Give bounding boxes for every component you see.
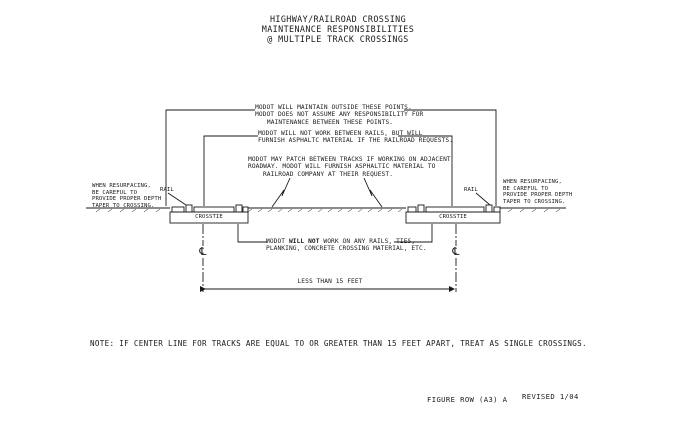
between-rails-bracket — [203, 135, 453, 206]
patch-line-3: RAILROAD COMPANY AT THEIR REQUEST. — [262, 170, 394, 178]
patch-line-1: MODOT MAY PATCH BETWEEN TRACKS IF WORKIN… — [248, 156, 451, 163]
resurface-left-line-2: BE CAREFUL TO — [92, 189, 138, 196]
left-plank-1 — [171, 206, 185, 213]
right-rail-1 — [417, 204, 425, 213]
title-line-2: MAINTENANCE RESPONSIBILITIES — [261, 24, 415, 34]
centerline-symbol-left: ℄ — [195, 246, 211, 258]
crosstie-label-right: CROSSTIE — [439, 214, 467, 220]
patch-line-2: ROADWAY. MODOT WILL FURNISH ASPHALTIC MA… — [248, 163, 436, 171]
resurface-note-left: WHEN RESURFACING, BE CAREFUL TO PROVIDE … — [92, 183, 172, 209]
roadway-hatch — [95, 208, 561, 213]
crosstie-label-left: CROSSTIE — [195, 214, 223, 220]
resurface-right-line-1: WHEN RESURFACING, — [503, 179, 562, 185]
patch-leaders — [271, 177, 383, 208]
dimension-label: LESS THAN 15 FEET — [297, 278, 363, 285]
will-not-work-prefix: MODOT — [266, 238, 289, 245]
resurface-left-line-4: TAPER TO CROSSING. — [92, 202, 155, 209]
rail-label-left: RAIL — [160, 187, 174, 193]
rail-label-right: RAIL — [464, 187, 478, 193]
title-line-3: @ MULTIPLE TRACK CROSSINGS — [267, 34, 409, 44]
will-not-work-callout: MODOT WILL NOT WORK ON ANY RAILS, TIES, … — [266, 238, 427, 253]
rail-leader-left — [167, 192, 187, 206]
left-crossing — [169, 204, 249, 224]
centerline-symbol-right: ℄ — [448, 246, 464, 258]
resurface-right-line-2: BE CAREFUL TO — [503, 185, 549, 192]
right-rail-2 — [485, 204, 493, 213]
left-plank-2 — [193, 206, 235, 213]
patch-between-tracks-callout: MODOT MAY PATCH BETWEEN TRACKS IF WORKIN… — [248, 156, 451, 178]
rail-leader-right — [475, 192, 491, 206]
resurface-left-line-1: WHEN RESURFACING, — [92, 183, 151, 189]
between-rails-line-2: FURNISH ASPHALTC MATERIAL IF THE RAILROA… — [258, 137, 454, 145]
outside-points-line-3: MAINTENANCE BETWEEN THESE POINTS. — [266, 118, 394, 126]
left-rail-1 — [185, 204, 193, 213]
diagram-title: HIGHWAY/RAILROAD CROSSING MAINTENANCE RE… — [238, 14, 438, 44]
spacing-note: NOTE: IF CENTER LINE FOR TRACKS ARE EQUA… — [90, 339, 587, 348]
left-rail-2 — [235, 204, 243, 213]
resurface-right-line-4: TAPER TO CROSSING. — [503, 198, 566, 205]
between-rails-callout: MODOT WILL NOT WORK BETWEEN RAILS, BUT W… — [258, 130, 454, 145]
resurface-right-line-3: PROVIDE PROPER DEPTH — [503, 192, 573, 199]
revised-label: REVISED 1/04 — [522, 392, 579, 401]
will-not-work-bracket — [237, 224, 433, 243]
right-crossing — [405, 204, 501, 224]
right-plank-1 — [407, 206, 417, 213]
figure-label: FIGURE ROW (A3) A — [427, 395, 508, 404]
between-rails-line-1: MODOT WILL NOT WORK BETWEEN RAILS, BUT W… — [258, 130, 423, 137]
outside-points-callout: MODOT WILL MAINTAIN OUTSIDE THESE POINTS… — [255, 104, 424, 126]
title-line-1: HIGHWAY/RAILROAD CROSSING — [269, 14, 407, 24]
right-plank-3 — [493, 206, 501, 213]
will-not-work-line-1: MODOT WILL NOT WORK ON ANY RAILS, TIES, — [266, 238, 415, 245]
will-not-work-line-2: PLANKING, CONCRETE CROSSING MATERIAL, ET… — [266, 245, 427, 253]
will-not-work-emphasis: WILL NOT — [288, 238, 320, 245]
resurface-left-line-3: PROVIDE PROPER DEPTH — [92, 196, 162, 203]
will-not-work-suffix: WORK ON ANY RAILS, TIES, — [319, 238, 416, 245]
left-plank-3 — [242, 206, 249, 213]
resurface-note-right: WHEN RESURFACING, BE CAREFUL TO PROVIDE … — [503, 179, 583, 205]
outside-points-line-1: MODOT WILL MAINTAIN OUTSIDE THESE POINTS… — [255, 104, 412, 111]
outside-points-line-2: MODOT DOES NOT ASSUME ANY RESPONSIBILITY… — [255, 111, 424, 119]
outside-points-bracket — [165, 109, 497, 206]
right-plank-2 — [425, 206, 485, 213]
